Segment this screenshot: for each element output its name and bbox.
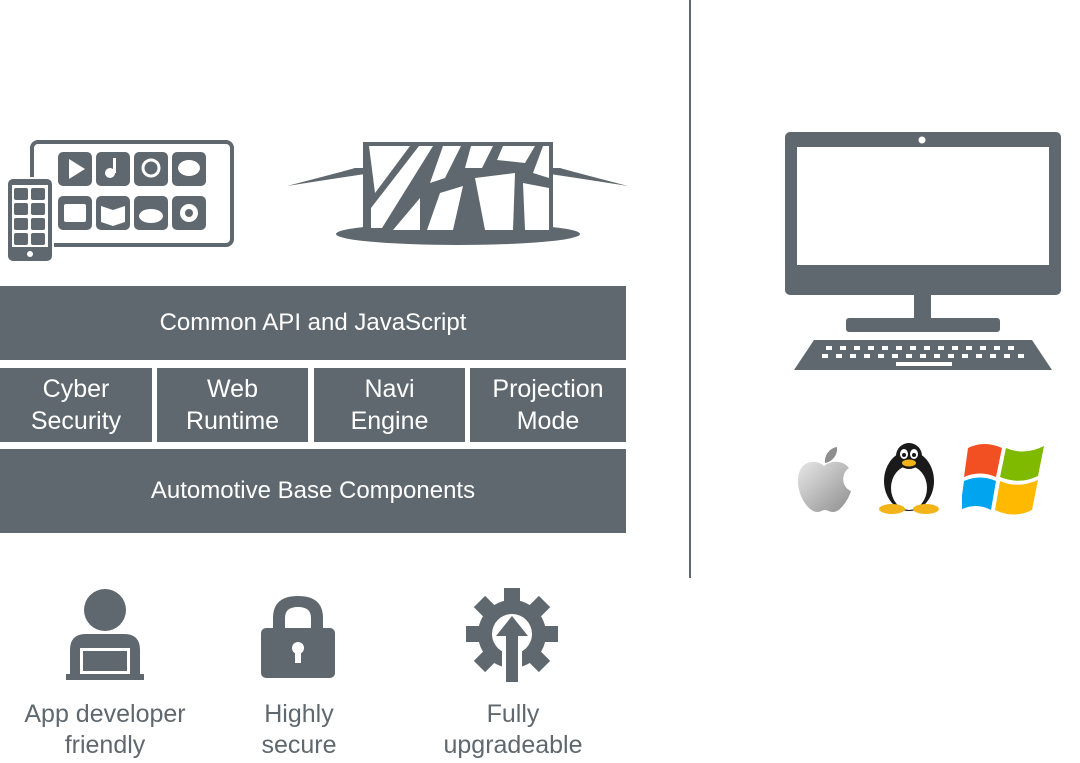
navigation-map-icon: [287, 142, 628, 245]
feature-line-2: friendly: [64, 731, 146, 759]
app-devices-icon: [6, 140, 234, 263]
windows-icon: [962, 444, 1044, 515]
automotive-base-label: Automotive Base Components: [150, 477, 476, 504]
feature-developer-label: App developer friendly: [10, 699, 200, 761]
feature-secure-label: Highly secure: [225, 699, 373, 761]
automotive-base-layer: Automotive Base Components: [0, 449, 626, 533]
feature-line-1: Fully: [486, 700, 540, 728]
apple-icon: [797, 447, 851, 512]
cell-line-2: Security: [30, 407, 122, 435]
section-divider: [689, 0, 691, 578]
cell-line-1: Navi: [364, 375, 415, 403]
common-api-label: Common API and JavaScript: [159, 309, 467, 336]
feature-line-1: Highly: [264, 700, 334, 728]
cell-line-1: Cyber: [42, 375, 110, 403]
desktop-computer-icon: [785, 132, 1061, 370]
linux-tux-icon: [879, 443, 939, 514]
lock-icon: [261, 596, 335, 678]
cell-line-2: Runtime: [185, 407, 280, 435]
feature-line-2: upgradeable: [443, 731, 583, 759]
feature-line-1: App developer: [24, 700, 186, 728]
cell-line-2: Mode: [516, 407, 580, 435]
developer-icon: [66, 589, 144, 680]
common-api-layer: Common API and JavaScript: [0, 286, 626, 360]
upgrade-gear-icon: [466, 588, 558, 682]
feature-upgradeable-label: Fully upgradeable: [425, 699, 601, 761]
cell-line-2: Engine: [350, 407, 429, 435]
cell-line-1: Web: [207, 375, 258, 403]
cell-line-1: Projection: [492, 375, 604, 403]
feature-line-2: secure: [261, 731, 337, 759]
